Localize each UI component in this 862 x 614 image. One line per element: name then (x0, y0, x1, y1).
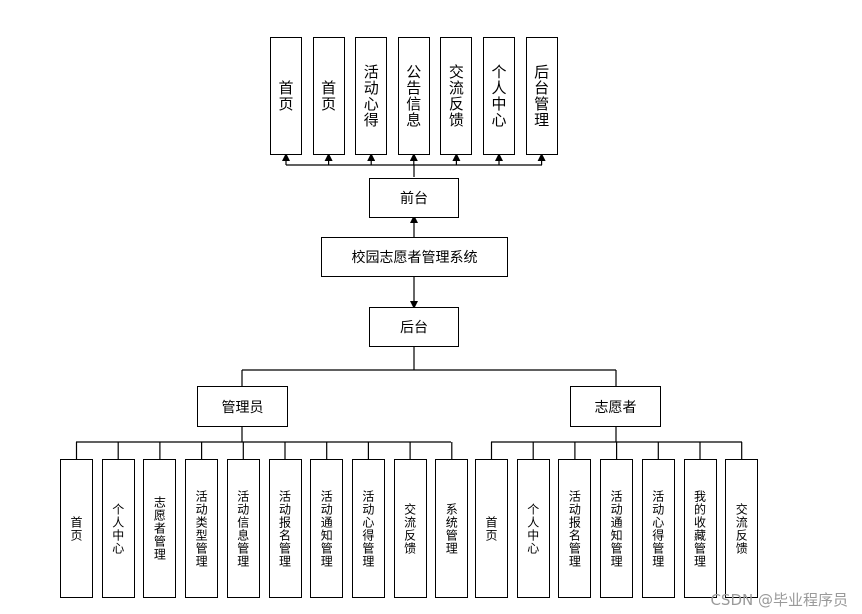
volunteer-module-3: 活动通知管理 (600, 459, 634, 598)
frontend-module-2: 活动心得 (355, 37, 388, 155)
frontend-module-6: 后台管理 (525, 37, 558, 155)
admin-module-6: 活动通知管理 (310, 459, 344, 598)
volunteer-module-1: 个人中心 (516, 459, 550, 598)
volunteer-role-node: 志愿者 (570, 386, 661, 427)
frontend-module-1: 首页 (312, 37, 345, 155)
admin-role-node: 管理员 (197, 386, 288, 427)
volunteer-module-5: 我的收藏管理 (683, 459, 717, 598)
backend-node: 后台 (369, 307, 459, 347)
admin-module-2: 志愿者管理 (143, 459, 177, 598)
admin-module-0: 首页 (60, 459, 93, 598)
admin-module-8: 交流反馈 (393, 459, 427, 598)
frontend-module-4: 交流反馈 (440, 37, 473, 155)
admin-module-7: 活动心得管理 (351, 459, 385, 598)
admin-module-3: 活动类型管理 (185, 459, 219, 598)
admin-module-1: 个人中心 (101, 459, 135, 598)
watermark: CSDN @毕业程序员 (710, 591, 848, 609)
volunteer-module-2: 活动报名管理 (558, 459, 592, 598)
frontend-node: 前台 (369, 178, 459, 218)
volunteer-module-6: 交流反馈 (725, 459, 759, 598)
admin-module-4: 活动信息管理 (226, 459, 260, 598)
admin-module-5: 活动报名管理 (268, 459, 302, 598)
volunteer-module-4: 活动心得管理 (641, 459, 675, 598)
volunteer-module-0: 首页 (475, 459, 508, 598)
frontend-module-5: 个人中心 (483, 37, 515, 155)
frontend-module-0: 首页 (270, 37, 302, 155)
root-node: 校园志愿者管理系统 (321, 237, 508, 277)
frontend-module-3: 公告信息 (397, 37, 430, 155)
admin-module-9: 系统管理 (435, 459, 469, 598)
